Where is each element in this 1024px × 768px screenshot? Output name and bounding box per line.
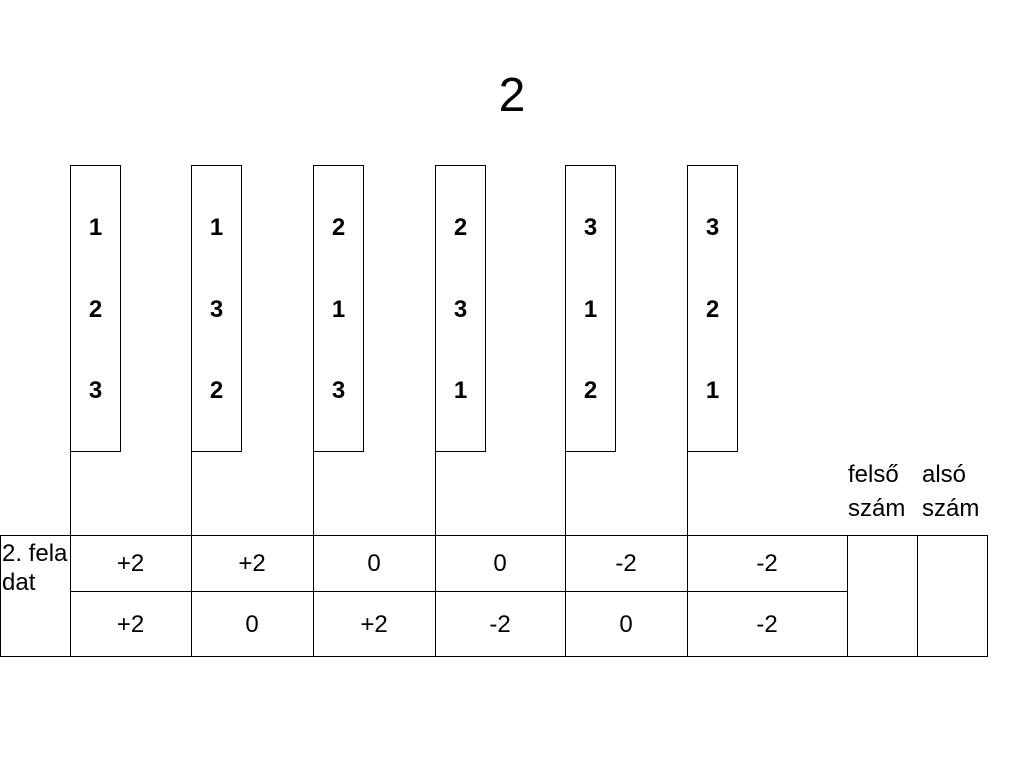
page-title: 2	[498, 69, 526, 122]
digit: 1	[88, 214, 103, 241]
digit: 1	[453, 377, 468, 404]
table-cell: 0	[367, 550, 381, 577]
row-label: 2. feladat	[2, 540, 68, 596]
connector-line	[687, 452, 688, 535]
digit: 3	[705, 214, 720, 241]
table-cell: +2	[360, 611, 388, 638]
digit: 3	[331, 377, 346, 404]
table-column-divider	[70, 535, 71, 657]
connector-line	[565, 452, 566, 535]
table-cell: +2	[116, 550, 145, 577]
table-row-divider	[70, 591, 847, 592]
table-column-divider	[917, 535, 918, 657]
digit: 1	[705, 377, 720, 404]
permutation-strip-2: 1 3 2	[191, 165, 242, 452]
digit: 3	[453, 296, 468, 323]
table-column-divider	[847, 535, 848, 657]
connector-line	[313, 452, 314, 535]
digit: 3	[209, 296, 224, 323]
connector-line	[70, 452, 71, 535]
permutation-strip-4: 2 3 1	[435, 165, 486, 452]
permutation-strip-1: 1 2 3	[70, 165, 121, 452]
digit: 3	[88, 377, 103, 404]
permutation-strip-5: 3 1 2	[565, 165, 616, 452]
table-column-divider	[565, 535, 566, 657]
digit: 2	[583, 377, 598, 404]
digit: 2	[88, 296, 103, 323]
table-column-divider	[313, 535, 314, 657]
table-cell: -2	[489, 611, 511, 638]
connector-line	[435, 452, 436, 535]
table-cell: -2	[756, 550, 778, 577]
table-column-divider	[191, 535, 192, 657]
results-table	[0, 535, 988, 657]
column-label-lower: alsó szám	[922, 461, 980, 522]
digit: 2	[209, 377, 224, 404]
permutation-strip-3: 2 1 3	[313, 165, 364, 452]
table-cell: 0	[493, 550, 507, 577]
digit: 1	[209, 214, 224, 241]
table-column-divider	[687, 535, 688, 657]
digit: 2	[331, 214, 346, 241]
table-column-divider	[435, 535, 436, 657]
table-cell: +2	[238, 550, 266, 577]
connector-line	[191, 452, 192, 535]
table-cell: +2	[116, 611, 145, 638]
table-cell: 0	[245, 611, 259, 638]
digit: 3	[583, 214, 598, 241]
table-cell: 0	[619, 611, 633, 638]
table-cell: -2	[756, 611, 778, 638]
digit: 1	[583, 296, 598, 323]
permutation-strip-6: 3 2 1	[687, 165, 738, 452]
table-cell: -2	[615, 550, 637, 577]
digit: 2	[705, 296, 720, 323]
column-label-upper: felső szám	[848, 461, 906, 522]
digit: 2	[453, 214, 468, 241]
digit: 1	[331, 296, 346, 323]
